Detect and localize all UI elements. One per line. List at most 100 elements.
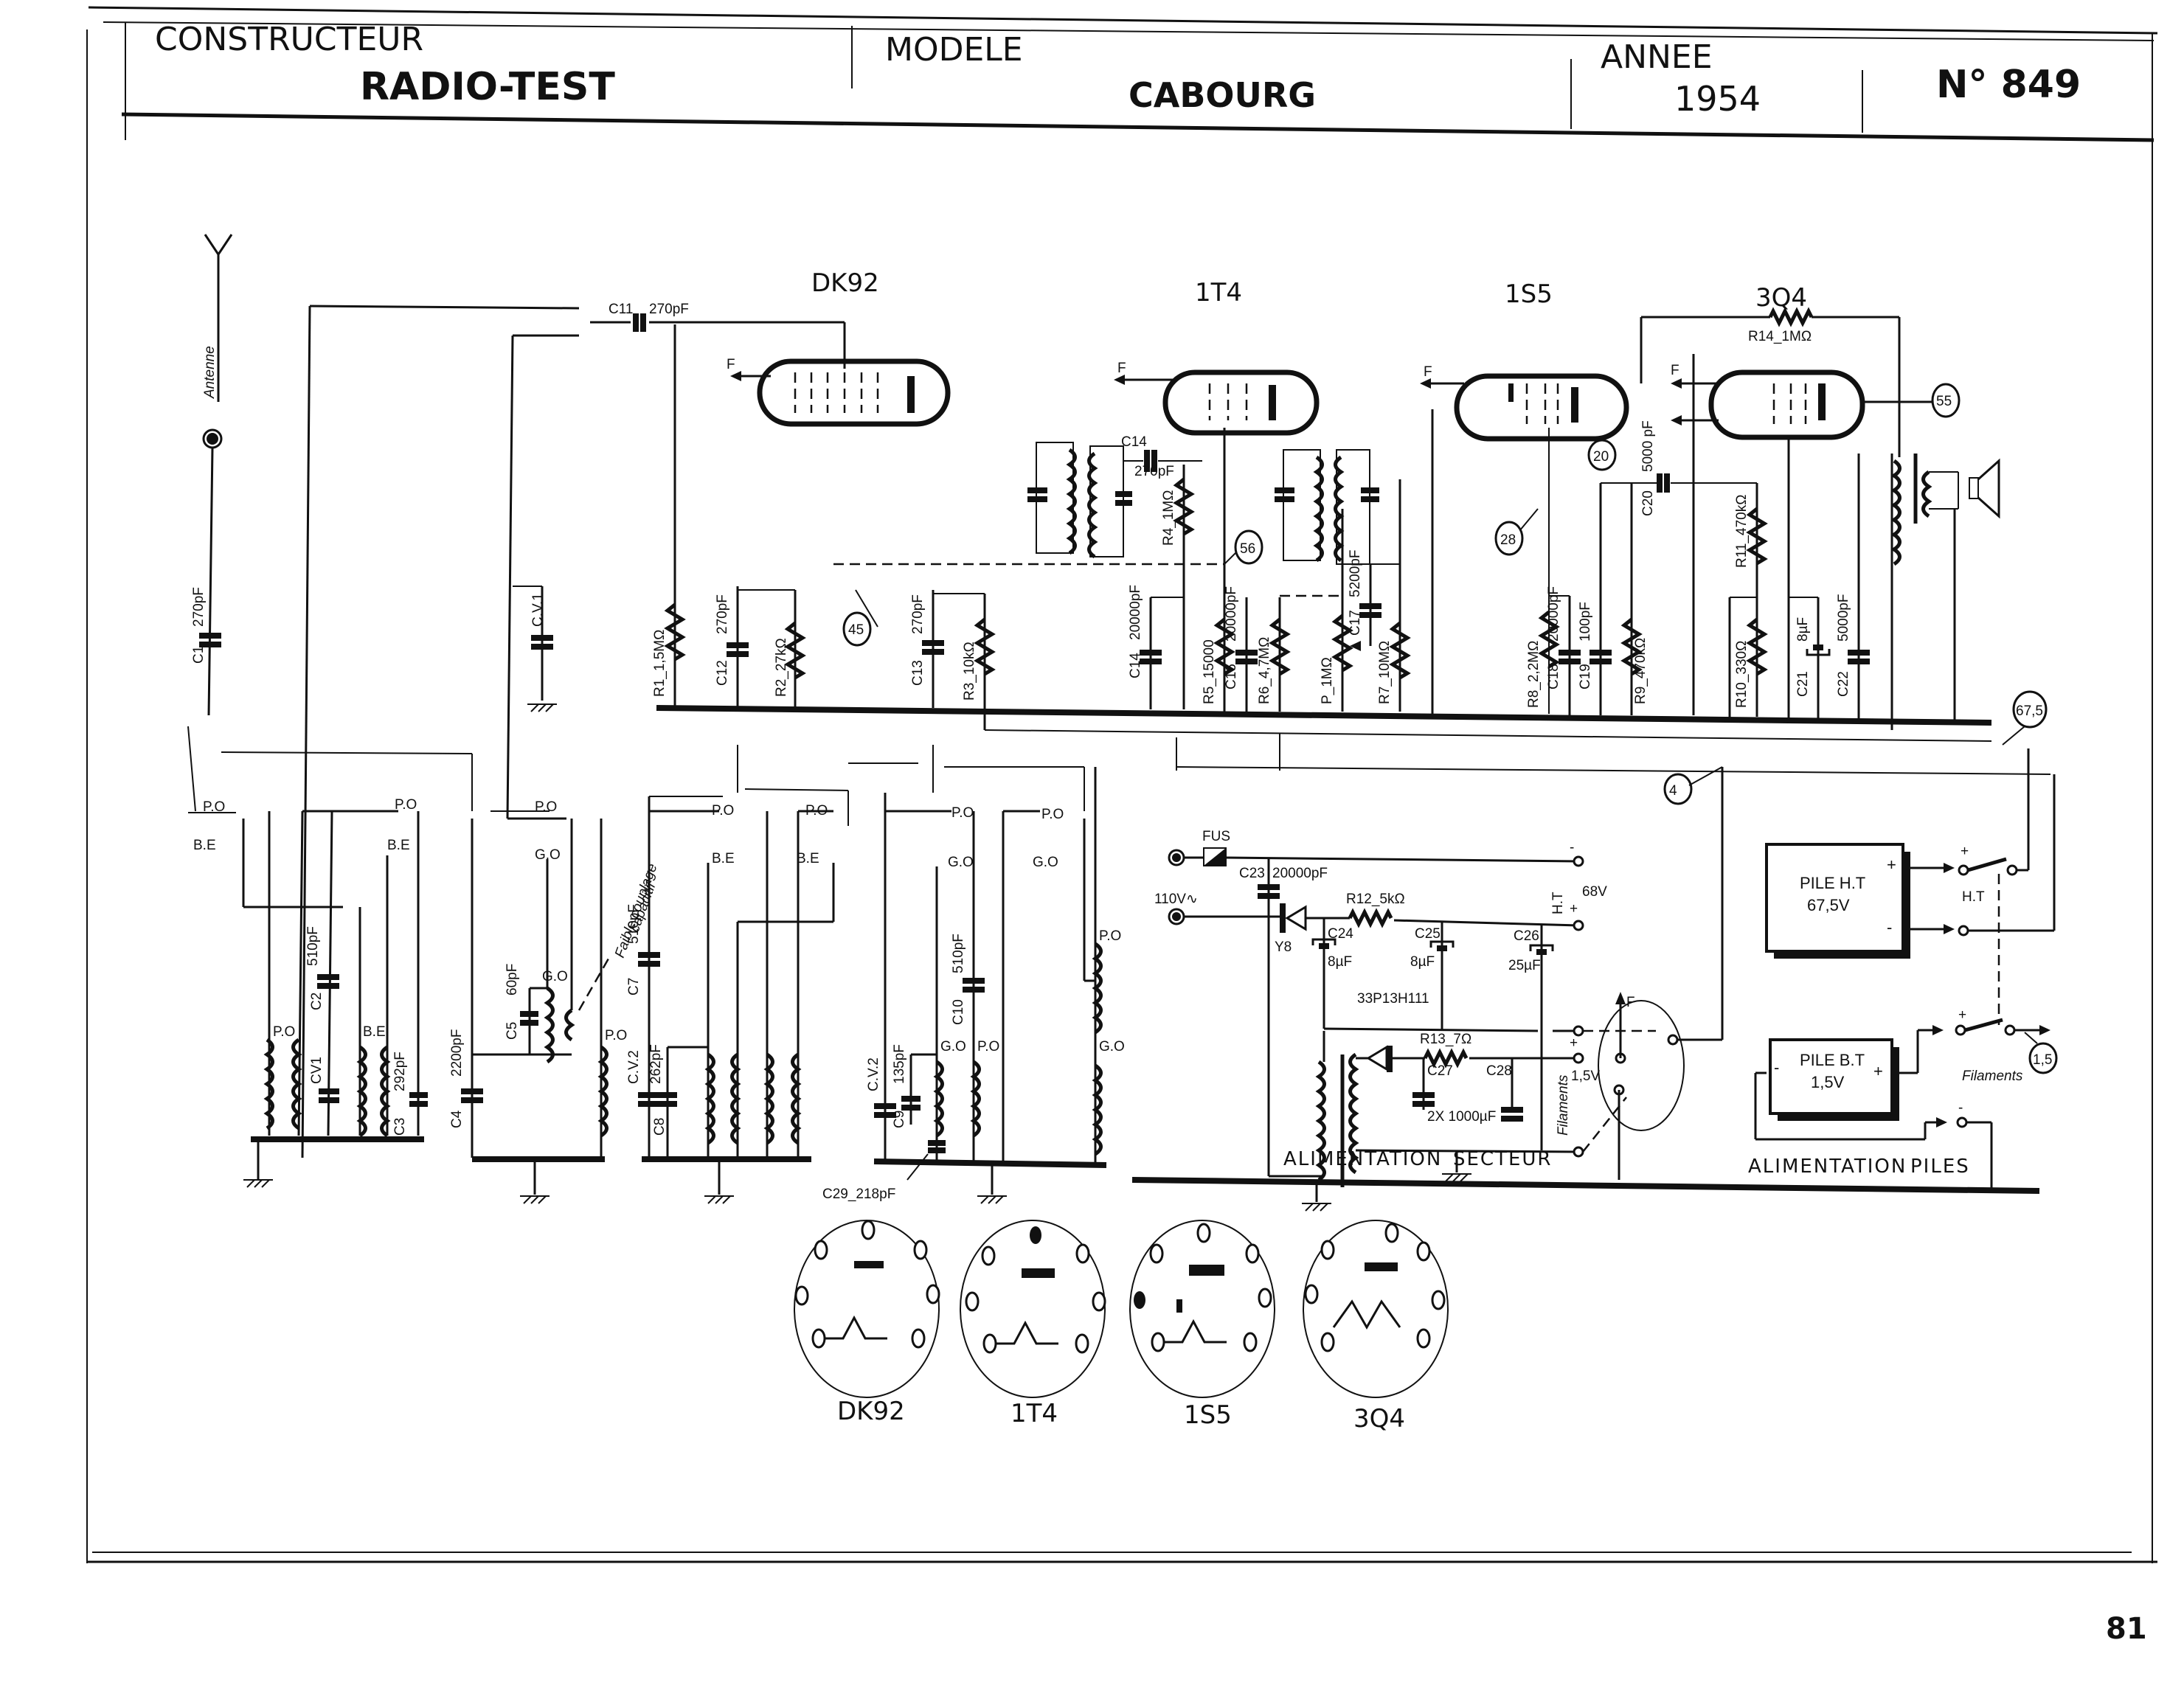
ht-switch[interactable] — [1967, 857, 2007, 872]
rectifier-icon — [1280, 903, 1286, 933]
c14a-value: 270pF — [1134, 464, 1174, 479]
c11-label: C11 — [609, 302, 633, 317]
osc-coil-po-2 — [1092, 942, 1103, 1035]
c20-label: C20 — [1640, 490, 1656, 516]
c11-value: 270pF — [649, 302, 689, 317]
tube-base-1t4 — [960, 1220, 1106, 1398]
c9-value: 135pF — [892, 1044, 907, 1084]
c27-c28-value: 2X 1000µF — [1427, 1109, 1496, 1125]
speaker-icon — [1969, 458, 2000, 519]
tube-plate-dk92 — [907, 376, 915, 413]
ground-icon — [704, 1195, 734, 1204]
marker-4 — [1663, 773, 1693, 805]
c8-value: 262pF — [648, 1044, 664, 1084]
c9-label: C9 — [892, 1111, 907, 1128]
c24-value: 8µF — [1328, 954, 1352, 970]
tube-1s5 — [1454, 373, 1629, 442]
base-label-1t4: 1T4 — [1010, 1399, 1058, 1428]
sheet-number: N° 849 — [1936, 63, 2081, 107]
ground-icon — [1442, 1173, 1471, 1182]
coupling-coil — [564, 1008, 575, 1042]
bt-battery-name: PILE B.T — [1800, 1051, 1865, 1069]
r14-label: R14_1MΩ — [1748, 329, 1812, 344]
c12-label: C12 — [715, 660, 730, 686]
coil-po-label: P.O — [605, 1028, 627, 1043]
r7-label: R7_10MΩ — [1377, 641, 1393, 704]
filament-plus: + — [1570, 1035, 1578, 1051]
c13-value: 270pF — [910, 594, 926, 634]
ht-battery-voltage: 67,5V — [1807, 896, 1850, 914]
ground-icon — [1302, 1203, 1331, 1212]
ht-battery-minus: - — [1887, 918, 1892, 937]
antenna-label: Antenne — [202, 346, 218, 399]
c19-value: 100pF — [1578, 602, 1593, 642]
switch-go: G.O — [948, 855, 974, 870]
c4-value: 2200pF — [449, 1029, 465, 1077]
c16-value: 20000pF — [1224, 586, 1239, 642]
cv2a-label: C.V.2 — [626, 1050, 642, 1084]
c22-value: 5000pF — [1836, 594, 1851, 642]
waveband-switch-wiring — [187, 726, 1280, 826]
c28-label: C28 — [1486, 1063, 1512, 1079]
switch-po: P.O — [1041, 807, 1064, 822]
c18-label: C18 — [1546, 664, 1561, 689]
r12-resistor — [1348, 908, 1393, 928]
c24-label: C24 — [1328, 926, 1353, 942]
rf-coil-2 — [730, 1052, 741, 1145]
bt-battery-plus: + — [1873, 1062, 1883, 1080]
filaments-label: Filaments — [1556, 1074, 1571, 1136]
battery-power-supply: PILE H.T 67,5V + - + H.T 67,5 PILE B.T 1… — [1748, 690, 2058, 1189]
r13-resistor — [1423, 1048, 1469, 1069]
rf-coil-4 — [791, 1052, 802, 1145]
tube-label-3q4: 3Q4 — [1755, 283, 1807, 313]
c29-label: C29_218pF — [822, 1186, 895, 1202]
c11-coupling: C11 270pF C.V.1 — [301, 302, 846, 1158]
filament-label: F — [1424, 364, 1432, 380]
coil-pack-1: P.O B.E P.O B.E P.O C2 510pF CV1 B.E C3 … — [193, 797, 428, 1188]
tube-dk92 — [757, 358, 951, 427]
marker-55-label: 55 — [1936, 394, 1952, 409]
marker-55 — [1931, 383, 1961, 418]
bt-switch[interactable] — [1964, 1018, 2003, 1032]
r8-label: R8_2,2MΩ — [1526, 641, 1542, 708]
tube-label-dk92: DK92 — [811, 268, 879, 298]
r14-resistor — [1768, 307, 1814, 327]
switch-po: P.O — [712, 803, 734, 819]
c5-value: 60pF — [505, 964, 520, 996]
tube-base-3q4 — [1303, 1220, 1449, 1398]
header-top-rule — [88, 6, 2158, 35]
ht-switch-label: H.T — [1962, 889, 1985, 905]
mains-power-supply: 110V∿ FUS - C23 20000pF Y8 R12_5kΩ H.T 6… — [1154, 766, 1724, 1187]
marker-45-label: 45 — [848, 622, 864, 638]
tube-envelope-3q4 — [1708, 369, 1865, 440]
r12-label: R12_5kΩ — [1346, 892, 1405, 907]
osc-coil-go — [544, 986, 555, 1064]
coil-go-label: G.O — [940, 1039, 966, 1055]
header-bottom-rule — [121, 112, 2154, 142]
coil-pack-3: P.O B.E P.O B.E C7 510pF C.V.2 C8 262pF — [626, 796, 835, 1204]
mains-battery-selector[interactable] — [1598, 1000, 1685, 1131]
model-value: CABOURG — [1129, 75, 1316, 115]
rf-coil-3 — [763, 1052, 774, 1145]
ht-voltage: 68V — [1582, 884, 1607, 900]
coil-po-2 — [597, 1045, 609, 1138]
r1-resistor — [664, 603, 686, 661]
c25-label: C25 — [1415, 926, 1441, 942]
coil-go-label: G.O — [1099, 1039, 1125, 1055]
r10-resistor — [1746, 618, 1768, 676]
ht-battery-plus: + — [1887, 855, 1896, 874]
switch-go: G.O — [1033, 855, 1058, 870]
c25-value: 8µF — [1410, 954, 1435, 970]
c2-label: C2 — [309, 993, 325, 1010]
filament-label: F — [727, 357, 735, 372]
r8-resistor — [1538, 611, 1560, 669]
r3-resistor — [974, 618, 996, 676]
ht-plus: + — [1570, 901, 1578, 917]
r4-resistor — [1173, 478, 1195, 536]
antenna-icon — [204, 234, 233, 402]
switch-go: G.O — [535, 847, 561, 863]
c3-label: C3 — [392, 1118, 408, 1136]
output-transformer-secondary — [1921, 470, 1932, 518]
transformer-primary — [1315, 1060, 1326, 1182]
